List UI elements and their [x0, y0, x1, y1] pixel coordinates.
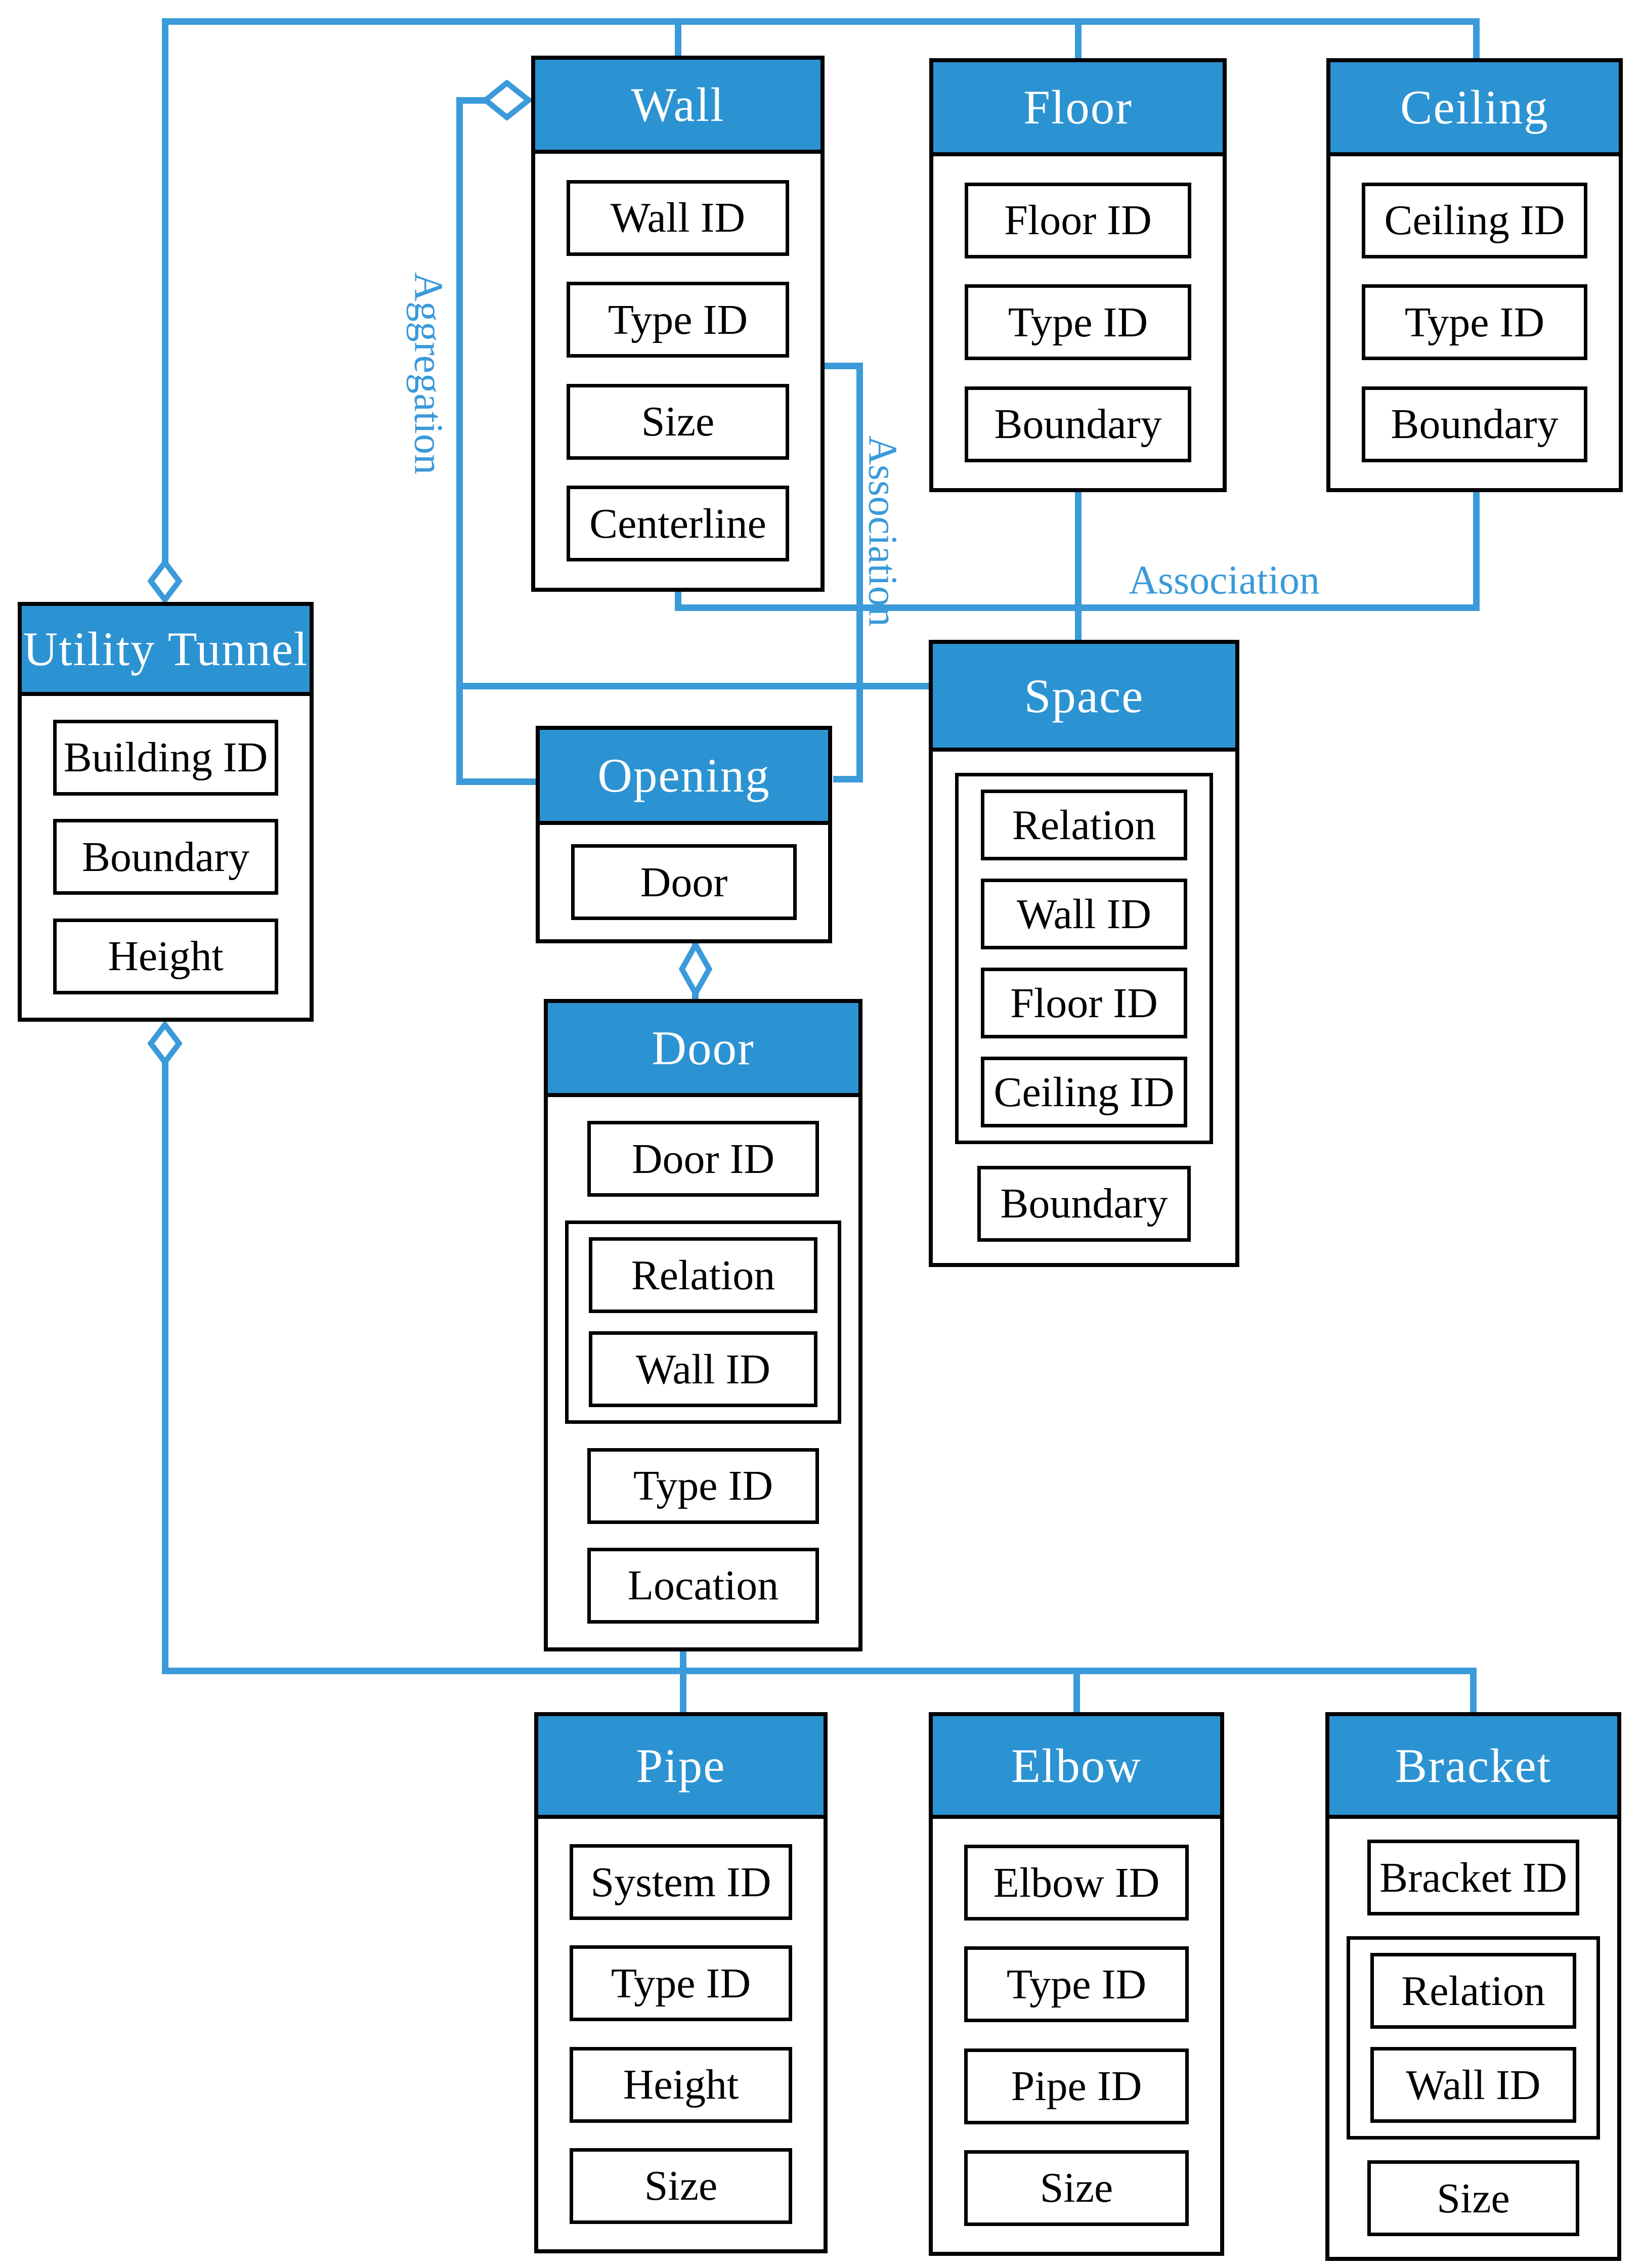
field-bracket-relation: Relation	[1370, 1953, 1576, 2029]
entity-floor-title: Floor	[933, 62, 1223, 156]
field-pipe-size: Size	[570, 2148, 792, 2224]
field-ceiling-boundary: Boundary	[1362, 386, 1587, 462]
field-pipe-type-id: Type ID	[570, 1945, 792, 2022]
field-elbow-size: Size	[964, 2150, 1189, 2226]
entity-ceiling-title: Ceiling	[1330, 62, 1619, 156]
entity-elbow: Elbow Elbow ID Type ID Pipe ID Size	[929, 1712, 1224, 2256]
field-elbow-elbow-id: Elbow ID	[964, 1845, 1189, 1921]
entity-space: Space Relation Wall ID Floor ID Ceiling …	[929, 640, 1239, 1267]
bracket-drop-line	[1470, 1668, 1477, 1713]
entity-pipe: Pipe System ID Type ID Height Size	[534, 1712, 828, 2253]
aggregation-opening-branch-line	[456, 778, 540, 785]
field-utility-tunnel-height: Height	[53, 918, 278, 994]
association-vertical-label: Association	[860, 435, 905, 627]
entity-wall-title: Wall	[535, 60, 820, 154]
field-space-boundary: Boundary	[977, 1165, 1191, 1242]
aggregation-label: Aggregation	[406, 272, 451, 474]
floor-top-drop-line	[1075, 18, 1082, 61]
field-wall-wall-id: Wall ID	[567, 180, 789, 256]
field-ceiling-type-id: Type ID	[1362, 284, 1587, 360]
field-wall-size: Size	[567, 383, 789, 460]
field-elbow-type-id: Type ID	[964, 1946, 1189, 2023]
entity-bracket: Bracket Bracket ID Relation Wall ID Size	[1325, 1712, 1621, 2261]
utility-tunnel-bottom-line	[162, 1062, 168, 1674]
association-opening-stub-line	[833, 776, 863, 782]
association-vertical-line	[856, 363, 863, 782]
field-floor-type-id: Type ID	[965, 284, 1191, 360]
utility-tunnel-top-line	[162, 18, 168, 562]
association-wall-right-stub-line	[825, 363, 863, 369]
elbow-drop-line	[1073, 1668, 1080, 1713]
entity-utility-tunnel-title: Utility Tunnel	[22, 606, 310, 696]
field-bracket-wall-id: Wall ID	[1370, 2047, 1576, 2123]
field-pipe-height: Height	[570, 2046, 792, 2123]
field-pipe-system-id: System ID	[570, 1844, 792, 1921]
entity-bracket-title: Bracket	[1329, 1716, 1617, 1819]
utility-tunnel-bottom-diamond-icon	[148, 1022, 182, 1065]
entity-utility-tunnel: Utility Tunnel Building ID Boundary Heig…	[18, 602, 314, 1022]
field-floor-floor-id: Floor ID	[965, 182, 1191, 258]
wall-aggregation-diamond-icon	[483, 80, 532, 120]
utility-tunnel-top-diamond-icon	[148, 559, 182, 603]
entity-space-title: Space	[933, 644, 1235, 752]
field-utility-tunnel-boundary: Boundary	[53, 819, 278, 895]
field-wall-type-id: Type ID	[567, 282, 789, 358]
field-opening-door: Door	[571, 844, 797, 920]
entity-door: Door Door ID Relation Wall ID Type ID Lo…	[544, 999, 862, 1651]
field-ceiling-ceiling-id: Ceiling ID	[1362, 182, 1587, 258]
association-horizontal-label: Association	[1129, 558, 1320, 603]
floor-space-line	[1075, 491, 1082, 641]
field-door-door-id: Door ID	[587, 1121, 819, 1197]
field-elbow-pipe-id: Pipe ID	[964, 2048, 1189, 2124]
entity-floor: Floor Floor ID Type ID Boundary	[929, 58, 1227, 492]
field-door-wall-id: Wall ID	[589, 1331, 817, 1408]
relation-group-door: Relation Wall ID	[565, 1220, 841, 1424]
field-door-location: Location	[587, 1547, 819, 1624]
field-utility-tunnel-building-id: Building ID	[53, 719, 278, 796]
aggregation-vertical-line	[456, 97, 463, 785]
aggregation-wall-stub-line	[456, 97, 492, 104]
field-space-ceiling-id: Ceiling ID	[981, 1057, 1187, 1128]
field-bracket-bracket-id: Bracket ID	[1367, 1840, 1579, 1915]
entity-ceiling: Ceiling Ceiling ID Type ID Boundary	[1326, 58, 1623, 492]
field-space-floor-id: Floor ID	[981, 968, 1187, 1039]
entity-wall: Wall Wall ID Type ID Size Centerline	[531, 56, 825, 592]
ceiling-top-drop-line	[1473, 18, 1480, 61]
field-floor-boundary: Boundary	[965, 386, 1191, 462]
wall-top-drop-line	[675, 18, 681, 59]
entity-pipe-title: Pipe	[538, 1716, 824, 1819]
entity-door-title: Door	[548, 1003, 858, 1097]
field-door-type-id: Type ID	[587, 1448, 819, 1524]
entity-opening-title: Opening	[540, 730, 828, 825]
ceiling-bottom-stub-line	[1473, 486, 1480, 611]
field-bracket-size: Size	[1367, 2160, 1579, 2236]
field-space-relation: Relation	[981, 790, 1187, 861]
door-pipe-line	[680, 1650, 686, 1713]
field-wall-centerline: Centerline	[567, 486, 789, 562]
relation-group-bracket: Relation Wall ID	[1347, 1936, 1600, 2140]
field-space-wall-id: Wall ID	[981, 879, 1187, 950]
entity-elbow-title: Elbow	[933, 1716, 1220, 1819]
opening-door-diamond-icon	[679, 942, 712, 996]
entity-opening: Opening Door	[536, 726, 832, 943]
field-door-relation: Relation	[589, 1237, 817, 1314]
trunk-bottom-horizontal-line	[162, 1668, 1477, 1674]
aggregation-space-branch-line	[456, 683, 932, 689]
trunk-top-horizontal-line	[162, 18, 1480, 25]
relation-group-space: Relation Wall ID Floor ID Ceiling ID	[955, 773, 1213, 1145]
